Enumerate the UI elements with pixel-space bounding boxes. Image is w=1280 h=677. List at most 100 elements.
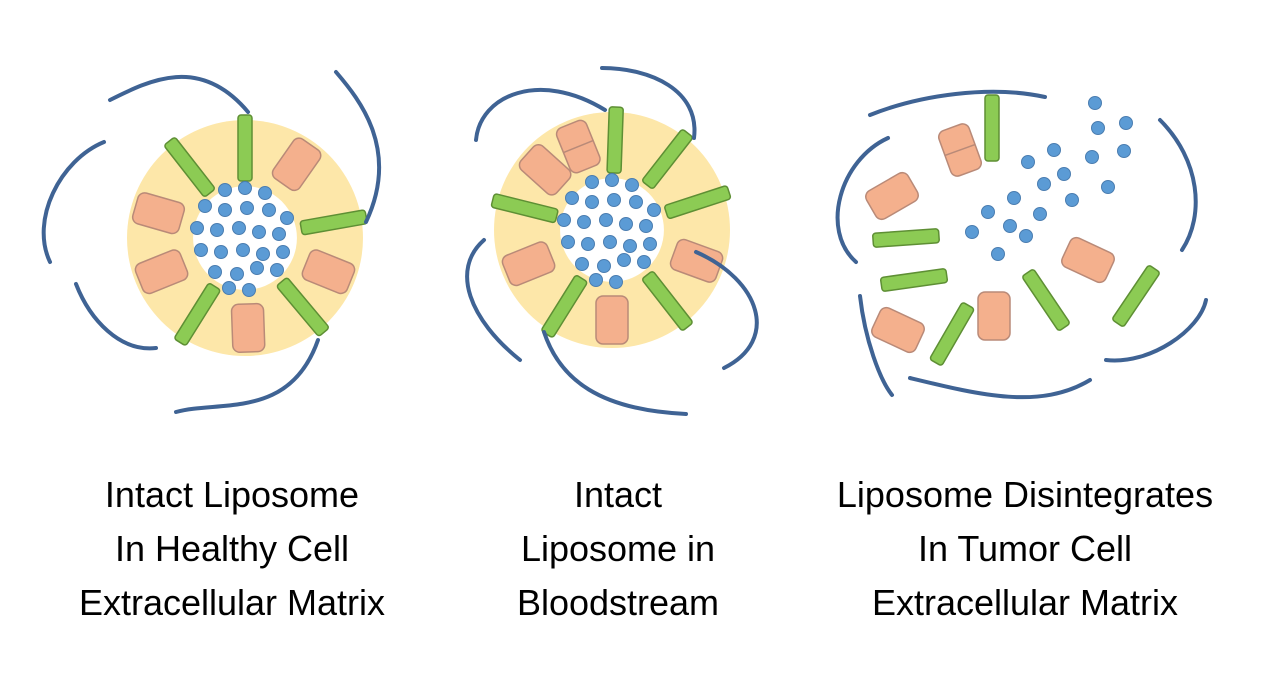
- drug-molecule: [581, 237, 595, 251]
- drug-molecule: [585, 195, 599, 209]
- green-lipid: [606, 106, 624, 174]
- drug-molecule: [639, 219, 653, 233]
- orange-lipid-body: [1061, 236, 1115, 284]
- green-lipid-body: [606, 106, 624, 174]
- green-lipid: [664, 185, 732, 220]
- caption-line: Bloodstream: [516, 582, 720, 623]
- green-lipid: [237, 114, 253, 182]
- orange-lipid: [555, 119, 601, 174]
- drug-molecule: [617, 253, 631, 267]
- drug-molecule: [1057, 167, 1071, 181]
- green-lipid: [164, 137, 215, 197]
- drug-molecule: [218, 183, 232, 197]
- drug-molecule: [625, 178, 639, 192]
- drug-molecule: [198, 199, 212, 213]
- drug-molecule: [218, 203, 232, 217]
- matrix-fiber: [908, 376, 1092, 400]
- drug-molecule: [252, 225, 266, 239]
- green-lipid-body: [490, 193, 559, 224]
- caption-line: Extracellular Matrix: [871, 582, 1179, 623]
- drug-molecule: [242, 283, 256, 297]
- drug-molecule: [1101, 180, 1115, 194]
- drug-molecule: [256, 247, 270, 261]
- drug-molecule: [222, 281, 236, 295]
- drug-molecule: [589, 273, 603, 287]
- green-lipid: [929, 302, 975, 366]
- green-lipid-body: [1022, 269, 1070, 331]
- drug-molecule: [1091, 121, 1105, 135]
- caption-line: In Tumor Cell: [917, 528, 1133, 569]
- matrix-fiber: [474, 87, 607, 142]
- drug-molecule: [643, 237, 657, 251]
- drug-molecule: [208, 265, 222, 279]
- drug-molecule: [637, 255, 651, 269]
- green-lipid-body: [642, 271, 693, 331]
- matrix-fiber: [74, 282, 158, 351]
- green-lipid: [642, 271, 693, 331]
- orange-lipid: [865, 171, 919, 221]
- orange-lipid-body: [230, 302, 266, 353]
- drug-molecule: [607, 193, 621, 207]
- drug-molecule: [1119, 116, 1133, 130]
- matrix-fiber: [174, 338, 320, 414]
- drug-molecule: [238, 181, 252, 195]
- drug-molecule: [597, 259, 611, 273]
- caption-bloodstream: Intact Liposome in Bloodstream: [408, 468, 828, 630]
- matrix-fiber: [542, 330, 688, 416]
- green-lipid: [1022, 269, 1070, 331]
- panel-bloodstream: [465, 66, 759, 416]
- orange-lipid: [271, 137, 322, 192]
- drug-molecule: [214, 245, 228, 259]
- orange-lipid: [518, 143, 572, 196]
- drug-molecule: [1019, 229, 1033, 243]
- drug-molecule: [230, 267, 244, 281]
- drug-molecule: [258, 186, 272, 200]
- drug-molecule: [599, 213, 613, 227]
- green-lipid-body: [929, 302, 975, 366]
- matrix-fiber: [1158, 118, 1198, 252]
- matrix-fiber: [694, 250, 759, 370]
- drug-molecule: [1003, 219, 1017, 233]
- orange-lipid-body: [977, 291, 1011, 341]
- green-lipid: [1112, 265, 1160, 327]
- matrix-fiber: [868, 89, 1047, 117]
- green-lipid-body: [1112, 265, 1160, 327]
- drug-molecule: [623, 239, 637, 253]
- green-lipid: [174, 283, 221, 346]
- drug-molecule: [272, 227, 286, 241]
- green-lipid-body: [299, 209, 368, 236]
- drug-molecule: [1085, 150, 1099, 164]
- drug-molecule: [262, 203, 276, 217]
- drug-molecule: [1021, 155, 1035, 169]
- drug-molecule: [565, 191, 579, 205]
- drug-molecule: [1037, 177, 1051, 191]
- orange-lipid-body: [131, 192, 186, 235]
- orange-lipid: [230, 302, 266, 353]
- caption-line: In Healthy Cell: [114, 528, 350, 569]
- drug-molecule: [575, 257, 589, 271]
- orange-lipid-body: [134, 249, 189, 295]
- drug-molecule: [240, 201, 254, 215]
- orange-lipid: [595, 295, 629, 345]
- drug-molecule: [629, 195, 643, 209]
- orange-lipid: [501, 241, 556, 287]
- green-lipid: [984, 94, 1000, 162]
- drug-molecule: [991, 247, 1005, 261]
- drug-molecule: [276, 245, 290, 259]
- drug-molecule: [619, 217, 633, 231]
- orange-lipid-body: [595, 295, 629, 345]
- drug-molecule: [270, 263, 284, 277]
- green-lipid-body: [237, 114, 253, 182]
- orange-lipid: [1061, 236, 1115, 284]
- drug-molecule: [190, 221, 204, 235]
- caption-tumor-cell: Liposome Disintegrates In Tumor Cell Ext…: [815, 468, 1235, 630]
- orange-lipid-body: [501, 241, 556, 287]
- drug-molecule: [1033, 207, 1047, 221]
- matrix-fiber: [600, 66, 697, 140]
- orange-lipid-body: [669, 238, 724, 283]
- orange-lipid-split: [563, 139, 594, 154]
- drug-molecule: [1088, 96, 1102, 110]
- green-lipid-body: [174, 283, 221, 346]
- drug-molecule: [577, 215, 591, 229]
- caption-line: Intact Liposome: [104, 474, 360, 515]
